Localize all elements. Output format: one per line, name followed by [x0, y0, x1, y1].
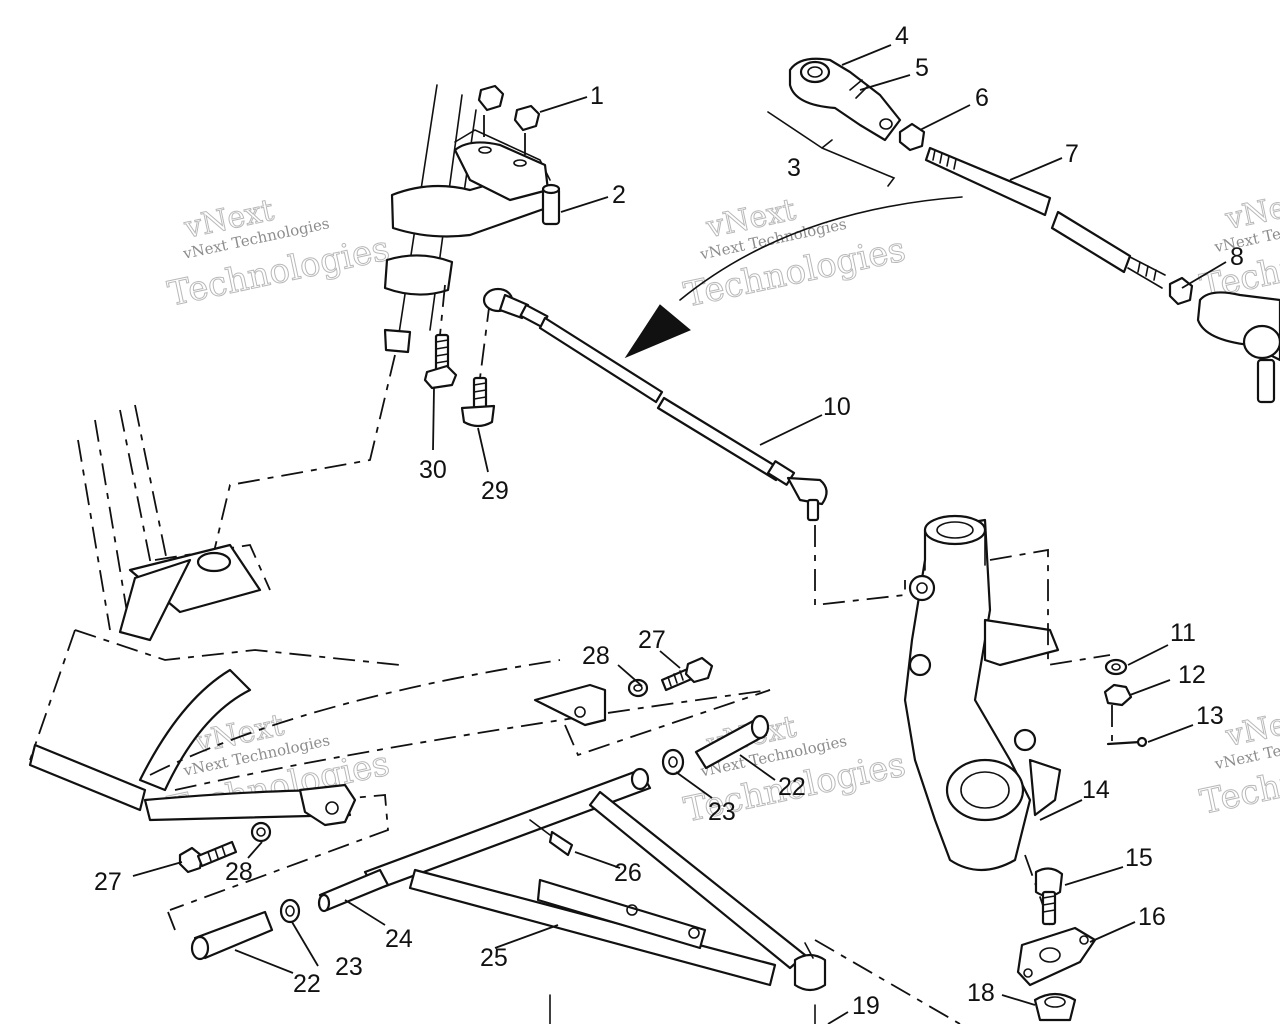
watermark-left: vNext vNext Technologies Technologies — [164, 192, 393, 315]
bolt-15 — [1034, 867, 1064, 926]
callout-23-upper: 23 — [708, 798, 736, 826]
lower-bracket — [298, 783, 357, 827]
washer-28-upper — [627, 678, 649, 698]
callout-16: 16 — [1138, 903, 1166, 931]
cotter-pin-13 — [1106, 736, 1148, 748]
washer-23-upper — [661, 748, 685, 776]
callout-28-lower: 28 — [225, 858, 253, 886]
callout-labels: 1 2 3 4 5 6 7 8 10 11 12 13 14 15 16 18 … — [94, 22, 1244, 1020]
callout-27-lower: 27 — [94, 868, 122, 896]
direction-arrow — [624, 196, 963, 359]
nut-18 — [1033, 992, 1077, 1022]
callout-18: 18 — [967, 979, 995, 1007]
callout-5: 5 — [915, 54, 929, 82]
callout-26: 26 — [614, 859, 642, 887]
callout-13: 13 — [1196, 702, 1224, 730]
bolt-27-lower — [178, 840, 238, 874]
bolt-29 — [460, 376, 496, 428]
callout-10: 10 — [823, 393, 851, 421]
callout-22-lower: 22 — [293, 970, 321, 998]
jam-nut-6 — [898, 122, 926, 152]
callout-30: 30 — [419, 456, 447, 484]
washer-11 — [1104, 658, 1128, 676]
washer-23-lower — [279, 898, 301, 924]
threaded-rod-7 — [924, 146, 1166, 289]
pitman-arm — [453, 141, 550, 202]
leader-lines — [132, 44, 1227, 1024]
callout-3: 3 — [787, 154, 801, 182]
callout-2: 2 — [612, 181, 626, 209]
callout-19: 19 — [852, 992, 880, 1020]
rod-end — [788, 57, 902, 142]
inner-tie-rod — [482, 287, 828, 522]
upper-bracket — [533, 683, 771, 757]
callout-28-upper: 28 — [582, 642, 610, 670]
watermark-center: vNext vNext Technologies Technologies — [680, 192, 909, 316]
outer-rod-end — [1196, 291, 1280, 404]
bolt-27-upper — [660, 656, 714, 692]
mount-plate-16 — [1016, 926, 1097, 987]
callout-8: 8 — [1230, 243, 1244, 271]
callout-27-upper: 27 — [638, 626, 666, 654]
lower-a-arm — [363, 767, 827, 992]
callout-1: 1 — [590, 82, 604, 110]
callout-12: 12 — [1178, 661, 1206, 689]
jam-nut-8 — [1168, 276, 1194, 306]
callout-22-upper: 22 — [778, 773, 806, 801]
callout-25: 25 — [480, 944, 508, 972]
callout-11: 11 — [1170, 619, 1196, 647]
pivot-tube — [317, 868, 390, 913]
watermark-right: vNext vNext Technologies Technologies — [1196, 184, 1280, 309]
spindle-knuckle — [903, 514, 1062, 871]
locknut-pair — [477, 84, 541, 155]
grease-fitting — [529, 819, 574, 857]
bolt-30 — [423, 333, 458, 390]
callout-24: 24 — [385, 925, 413, 953]
callout-6: 6 — [975, 84, 989, 112]
callout-4: 4 — [895, 22, 909, 50]
callout-23-lower: 23 — [335, 953, 363, 981]
callout-15: 15 — [1125, 844, 1153, 872]
callout-14: 14 — [1082, 776, 1110, 804]
bushing — [541, 183, 561, 226]
callout-7: 7 — [1065, 140, 1079, 168]
callout-29: 29 — [481, 477, 509, 505]
washer-28-lower — [250, 821, 272, 843]
bushing-22-upper — [694, 714, 770, 770]
castle-nut-12 — [1103, 683, 1133, 707]
bushing-22-lower — [190, 910, 274, 961]
